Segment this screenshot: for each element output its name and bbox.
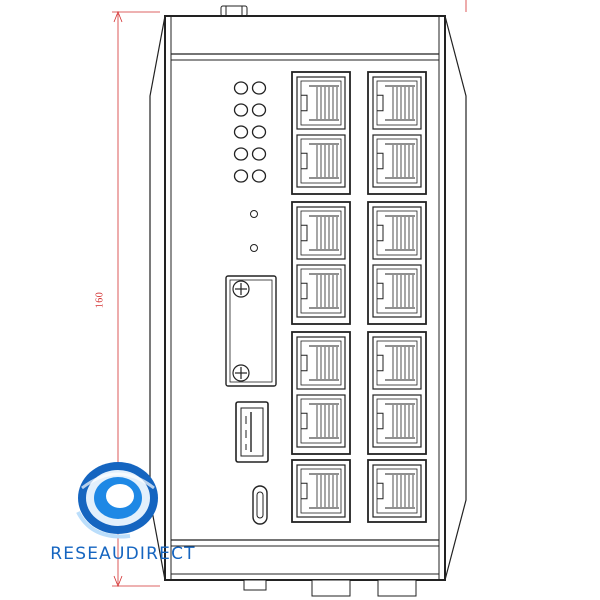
- right-rail: [444, 15, 467, 581]
- led-indicator: [251, 147, 267, 161]
- rj45-port: [372, 76, 422, 130]
- rj45-port: [372, 464, 422, 518]
- rj45-port: [372, 264, 422, 318]
- led-indicator: [251, 125, 267, 139]
- plate-screw-top: [232, 280, 250, 298]
- rj45-port: [296, 464, 346, 518]
- led-indicator: [251, 103, 267, 117]
- port-block: [291, 331, 351, 455]
- chassis: [164, 15, 446, 581]
- port-block: [291, 201, 351, 325]
- height-dimension-label: 160: [94, 291, 106, 309]
- dimension-arrow-top: [113, 10, 123, 23]
- led-indicator: [233, 103, 249, 117]
- port-block: [291, 71, 351, 195]
- rj45-port: [372, 336, 422, 390]
- rj45-port: [296, 264, 346, 318]
- port-block: [367, 331, 427, 455]
- usb-port: [235, 401, 269, 463]
- bottom-connectors: [243, 579, 417, 597]
- led-indicator: [233, 169, 249, 183]
- status-leds: [250, 210, 258, 252]
- rj45-port: [296, 336, 346, 390]
- rj45-port: [296, 206, 346, 260]
- plate-screw-bottom: [232, 364, 250, 382]
- reseaudirect-logo-emblem: [76, 462, 158, 539]
- port-block: [367, 201, 427, 325]
- rj45-port: [372, 394, 422, 448]
- port-block: [367, 71, 427, 195]
- led-indicator: [233, 81, 249, 95]
- top-ground-screw: [220, 5, 248, 17]
- led-indicator: [233, 147, 249, 161]
- rj45-port: [372, 206, 422, 260]
- led-array: [233, 81, 267, 183]
- usb-c-port: [252, 485, 268, 525]
- console-plate: [225, 275, 277, 387]
- rj45-port: [296, 76, 346, 130]
- rj45-port: [372, 134, 422, 188]
- led-indicator: [251, 169, 267, 183]
- status-led: [250, 210, 258, 218]
- left-rail: [149, 15, 166, 581]
- status-led: [250, 244, 258, 252]
- rj45-port: [296, 394, 346, 448]
- dimension-arrow-bottom: [113, 575, 123, 588]
- din-rail-clips: [149, 15, 467, 581]
- logo-wordmark: RESEAUDIRECT: [50, 544, 196, 564]
- rj45-port: [296, 134, 346, 188]
- rj45-port-groups: [291, 71, 427, 523]
- port-block: [291, 459, 351, 523]
- led-indicator: [251, 81, 267, 95]
- port-block: [367, 459, 427, 523]
- led-indicator: [233, 125, 249, 139]
